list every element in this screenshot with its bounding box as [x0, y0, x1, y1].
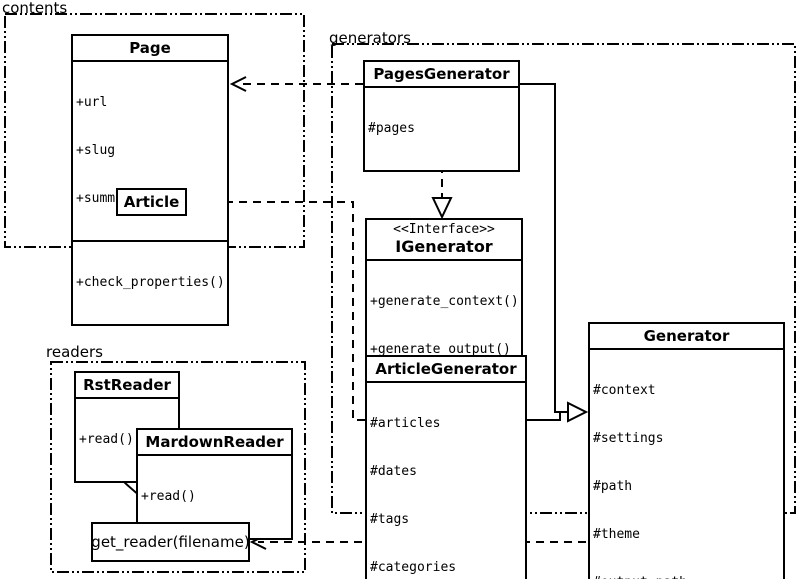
- class-pagesgenerator-attributes: #pages: [365, 86, 518, 170]
- package-label-generators: generators: [329, 29, 411, 47]
- attribute: #articles: [370, 416, 441, 431]
- function-get-reader: get_reader(filename): [91, 522, 250, 562]
- class-article-title: Article: [123, 193, 180, 211]
- method: +read(): [141, 489, 196, 504]
- method: +generate_context(): [370, 294, 519, 309]
- attribute: #categories: [370, 560, 457, 575]
- attribute: #settings: [593, 431, 664, 446]
- class-page: Page +url +slug +summary +check_properti…: [71, 34, 229, 326]
- attribute: #context: [593, 383, 656, 398]
- class-article: Article: [116, 188, 187, 216]
- stereotype: <<Interface>>: [393, 222, 495, 237]
- attribute: #theme: [593, 527, 640, 542]
- attribute: #output_path: [593, 575, 780, 579]
- class-generator-title: Generator: [643, 327, 730, 345]
- class-page-methods: +check_properties(): [73, 240, 227, 324]
- class-pagesgenerator: PagesGenerator #pages: [363, 60, 520, 172]
- attribute: +url: [76, 95, 108, 110]
- class-articlegenerator: ArticleGenerator #articles #dates #tags …: [365, 355, 527, 579]
- class-igenerator-methods: +generate_context() +generate_output(): [367, 259, 521, 391]
- class-articlegenerator-title: ArticleGenerator: [375, 360, 517, 378]
- edge-generators-generalize-generator: [520, 83, 589, 423]
- package-border-generators: [331, 43, 796, 514]
- class-igenerator-title: <<Interface>> IGenerator: [367, 220, 521, 259]
- edge-pagesgenerator-depends-page: [229, 76, 363, 92]
- method: +check_properties(): [76, 275, 225, 290]
- class-generator: Generator #context #settings #path #them…: [588, 322, 785, 579]
- class-rstreader-methods: +read(): [76, 397, 178, 481]
- class-generator-attributes: #context #settings #path #theme #output_…: [590, 348, 783, 579]
- package-label-contents: contents: [2, 0, 68, 17]
- attribute: #path: [593, 479, 633, 494]
- class-mardownreader-methods: +read(): [138, 454, 291, 538]
- class-articlegenerator-attributes: #articles #dates #tags #categories: [367, 381, 525, 579]
- function-get-reader-label: get_reader(filename): [91, 533, 250, 551]
- class-mardownreader: MardownReader +read(): [136, 428, 293, 540]
- class-mardownreader-title: MardownReader: [145, 433, 284, 451]
- class-page-title: Page: [129, 39, 171, 57]
- class-pagesgenerator-title: PagesGenerator: [373, 65, 510, 83]
- class-rstreader-title: RstReader: [83, 376, 171, 394]
- method: +generate_output(): [370, 342, 511, 357]
- method: +read(): [79, 432, 134, 447]
- attribute: #tags: [370, 512, 410, 527]
- class-name: IGenerator: [395, 237, 493, 256]
- attribute: #dates: [370, 464, 417, 479]
- package-border-readers: [50, 361, 306, 573]
- attribute: #pages: [368, 121, 415, 136]
- package-label-readers: readers: [46, 343, 103, 361]
- attribute: +slug: [76, 143, 116, 158]
